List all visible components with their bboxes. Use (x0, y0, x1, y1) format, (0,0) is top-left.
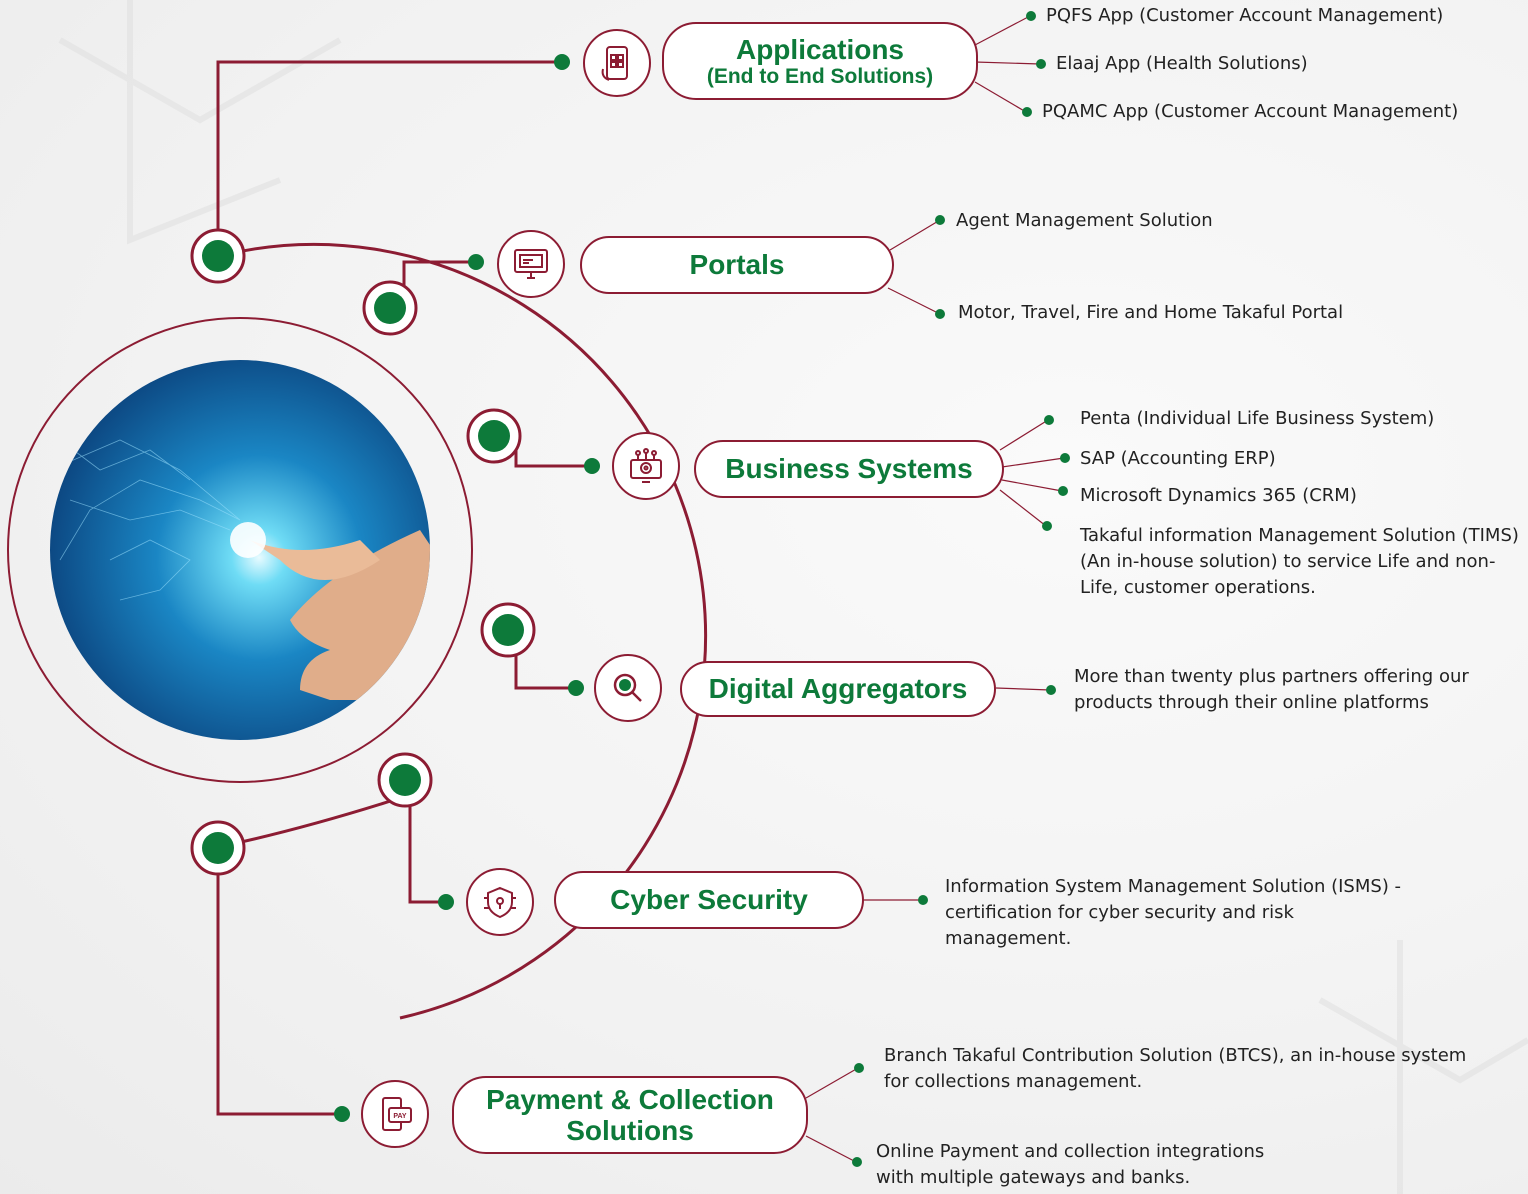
terminal-dot (334, 1106, 350, 1122)
magnifier-icon (594, 654, 662, 722)
terminal-dot (568, 680, 584, 696)
category-applications: Applications (End to End Solutions) (662, 22, 978, 100)
pay-card-icon: PAY (361, 1080, 429, 1148)
node-dot (389, 764, 421, 796)
bullet-dot (918, 895, 928, 905)
pay-label: PAY (393, 1113, 407, 1120)
gear-monitor-icon (612, 432, 680, 500)
list-item: Online Payment and collection integratio… (876, 1141, 1265, 1189)
bullet-dot (1036, 59, 1046, 69)
web-portal-icon (497, 230, 565, 298)
connector-applications (216, 60, 560, 256)
category-subtitle: (End to End Solutions) (706, 64, 934, 88)
category-payment-collection: Payment & Collection Solutions (452, 1076, 808, 1154)
bullet-dot (854, 1063, 864, 1073)
list-item: Agent Management Solution (956, 210, 1213, 231)
connector-cyber (408, 780, 444, 904)
list-item: PQAMC App (Customer Account Management) (1042, 101, 1459, 122)
terminal-dot (554, 54, 570, 70)
list-item: Penta (Individual Life Business System) (1080, 408, 1435, 429)
terminal-dot (468, 254, 484, 270)
terminal-dot (584, 458, 600, 474)
node-dot (202, 832, 234, 864)
category-title: Portals (689, 249, 785, 281)
bullet-dot (1022, 107, 1032, 117)
connector-payment (216, 848, 340, 1116)
bullet-dot (1044, 415, 1054, 425)
category-business-systems: Business Systems (694, 440, 1004, 498)
category-portals: Portals (580, 236, 894, 294)
list-item: SAP (Accounting ERP) (1080, 448, 1276, 469)
list-item: PQFS App (Customer Account Management) (1046, 5, 1444, 26)
background-pattern (58, 0, 1528, 1194)
bullet-dot (1026, 11, 1036, 21)
category-digital-aggregators: Digital Aggregators (680, 661, 996, 717)
bullet-dot (935, 215, 945, 225)
bullet-dot (1046, 685, 1056, 695)
outer-ring (7, 317, 473, 783)
list-item: Information System Management Solution (… (945, 876, 1402, 950)
list-item: More than twenty plus partners offering … (1074, 666, 1469, 714)
category-title: Digital Aggregators (708, 673, 968, 705)
node-dot (374, 292, 406, 324)
list-item: Motor, Travel, Fire and Home Takaful Por… (958, 302, 1344, 323)
category-title: Payment & Collection Solutions (486, 1083, 774, 1146)
list-item: Branch Takaful Contribution Solution (BT… (884, 1045, 1467, 1093)
bullet-dot (1060, 453, 1070, 463)
bullet-dot (1042, 521, 1052, 531)
hero-image (50, 360, 430, 740)
bullet-dot (852, 1157, 862, 1167)
list-item: Takaful information Management Solution … (1080, 525, 1519, 599)
category-cyber-security: Cyber Security (554, 871, 864, 929)
bullet-dot (1058, 486, 1068, 496)
category-title: Cyber Security (610, 884, 808, 916)
shield-circuit-icon (466, 868, 534, 936)
connector-business (514, 436, 590, 468)
category-title: Business Systems (725, 453, 973, 485)
node-dot (492, 614, 524, 646)
node-dot (478, 420, 510, 452)
main-arc (227, 242, 708, 1020)
category-title: Applications (735, 33, 904, 65)
mobile-app-icon (583, 29, 651, 97)
bullet-dot (935, 309, 945, 319)
terminal-dot (438, 894, 454, 910)
list-item: Elaaj App (Health Solutions) (1056, 53, 1308, 74)
list-item: Microsoft Dynamics 365 (CRM) (1080, 485, 1357, 506)
node-dot (202, 240, 234, 272)
